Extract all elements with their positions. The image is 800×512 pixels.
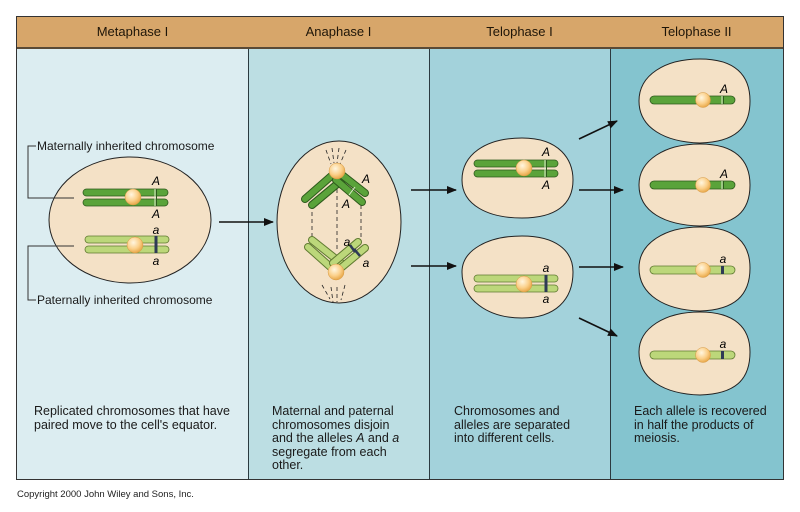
allele-label: A — [719, 167, 728, 181]
centromere — [695, 347, 711, 363]
allele-label: A — [151, 207, 160, 221]
allele-label: a — [363, 256, 370, 270]
allele-label: A — [541, 145, 550, 159]
header-telophase-ii: Telophase II — [610, 17, 783, 47]
telophase-ii-cell — [638, 58, 751, 144]
caption-line: segregate from each — [272, 444, 387, 459]
divider — [610, 49, 611, 479]
paternal-chromosome-label: Paternally inherited chromosome — [37, 293, 213, 307]
caption-anaphase-i: Maternal and paternal chromosomes disjoi… — [272, 404, 412, 473]
caption-line: alleles are separated — [454, 417, 571, 432]
maternal-label-connector — [27, 145, 74, 199]
header-metaphase-i: Metaphase I — [17, 17, 248, 47]
header-telophase-i: Telophase I — [429, 17, 610, 47]
centromere — [126, 236, 144, 254]
allele-label: a — [720, 337, 727, 351]
telophase-ii-cell — [638, 311, 751, 396]
caption-line: Chromosomes and — [454, 404, 560, 418]
centromere — [695, 177, 711, 193]
divider — [248, 49, 249, 479]
paternal-label-connector — [27, 245, 74, 301]
allele-label: a — [720, 252, 727, 266]
caption-metaphase-i: Replicated chromosomes that have paired … — [34, 404, 234, 432]
paternal-chromosome-pair — [473, 274, 559, 293]
telophase-ii-cell — [638, 143, 751, 227]
caption-line: in half the products of — [634, 417, 754, 432]
caption-text: and — [364, 431, 393, 445]
allele-label: a — [543, 261, 550, 275]
paternal-chromatids — [304, 236, 369, 281]
allele-label: a — [344, 235, 351, 249]
caption-line: meiosis. — [634, 431, 680, 445]
maternal-chromosome-pair — [82, 188, 169, 207]
allele-label: A — [361, 172, 370, 186]
allele-label: a — [153, 254, 160, 268]
caption-telophase-i: Chromosomes and alleles are separated in… — [454, 404, 594, 446]
centromere — [515, 159, 533, 177]
caption-line: and the alleles A and a — [272, 431, 412, 446]
allele-label: A — [719, 82, 728, 96]
centromere — [124, 188, 142, 206]
metaphase-cell — [48, 156, 212, 284]
telophase-i-cell-maternal — [461, 137, 574, 219]
caption-line: chromosomes disjoin — [272, 417, 390, 432]
maternal-chromosome-pair — [473, 159, 559, 178]
allele-text: a — [392, 431, 400, 445]
allele-label: a — [153, 223, 160, 237]
caption-line: into different cells. — [454, 431, 555, 445]
anaphase-cell — [276, 140, 402, 304]
allele-label: a — [543, 292, 550, 306]
centromere — [695, 262, 711, 278]
allele-label: A — [341, 197, 350, 211]
allele-label: A — [541, 178, 550, 192]
maternal-chromatids — [301, 162, 369, 209]
centromere — [515, 275, 533, 293]
caption-line: Maternal and paternal — [272, 404, 394, 418]
arrow-icon — [578, 120, 618, 140]
arrow-icon — [578, 317, 618, 337]
maternal-chromosome-label: Maternally inherited chromosome — [37, 139, 215, 153]
allele-label: A — [151, 174, 160, 188]
spindle-fibers — [311, 147, 362, 303]
caption-line: Replicated chromosomes that have — [34, 404, 230, 418]
divider — [429, 49, 430, 479]
telophase-ii-cell — [638, 226, 751, 312]
caption-line: paired move to the cell's equator. — [34, 417, 218, 432]
header-anaphase-i: Anaphase I — [248, 17, 429, 47]
centromere — [695, 92, 711, 108]
caption-line: Each allele is recovered — [634, 404, 767, 418]
copyright-notice: Copyright 2000 John Wiley and Sons, Inc. — [17, 489, 194, 500]
centromere — [327, 263, 345, 281]
caption-text: and the alleles — [272, 431, 357, 445]
caption-line: other. — [272, 458, 304, 472]
paternal-chromosome-pair — [84, 235, 170, 254]
centromere — [328, 162, 346, 180]
caption-telophase-ii: Each allele is recovered in half the pro… — [634, 404, 784, 446]
allele-text: A — [356, 431, 365, 445]
